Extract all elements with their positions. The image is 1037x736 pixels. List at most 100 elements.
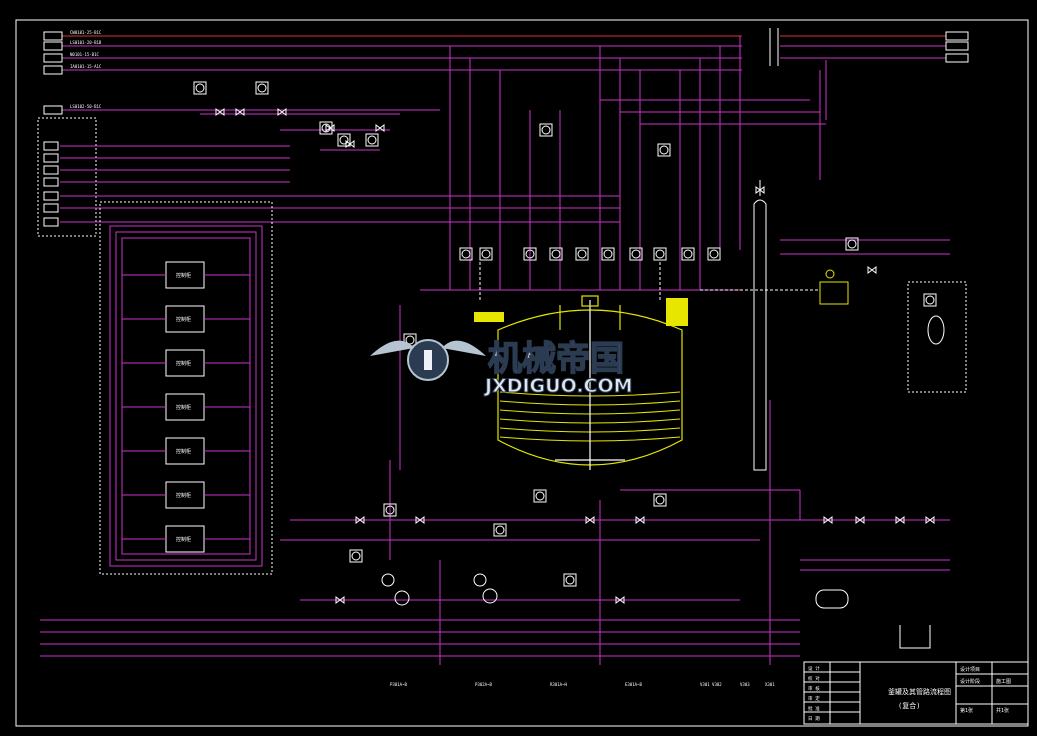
title-block-title: 釜罐及其管路流程图 — [888, 687, 951, 696]
receiver-tank — [815, 589, 931, 649]
pumps — [381, 573, 498, 606]
title-block-total: 共1张 — [996, 707, 1009, 714]
instrument-box — [923, 293, 937, 307]
title-block — [803, 661, 1029, 725]
instrument-bubble — [405, 335, 415, 345]
title-block-row-label: 校 对 — [808, 675, 820, 682]
instrument-box — [533, 489, 547, 503]
right-header-tags — [945, 31, 969, 63]
side-vessel — [907, 281, 967, 393]
instrument-box — [365, 133, 379, 147]
equipment-label: V303 — [740, 682, 750, 687]
instrument-bubble — [461, 249, 471, 259]
valve-symbol — [925, 516, 935, 524]
instrument-bubble — [339, 135, 349, 145]
control-panel-label: 控制柜 — [176, 536, 191, 543]
equipment-label: E301A~B — [625, 682, 642, 687]
title-block-row-label: 审 定 — [808, 695, 820, 702]
control-panel-label: 控制柜 — [176, 404, 191, 411]
drawing-border — [15, 19, 1029, 727]
control-panel-label: 控制柜 — [176, 272, 191, 279]
title-block-row-label: 批 准 — [808, 705, 820, 712]
instrument-bubble — [709, 249, 719, 259]
instrument-box — [523, 247, 537, 261]
instrument-box — [383, 503, 397, 517]
valve-symbol — [635, 516, 645, 524]
instrument-bubble — [535, 491, 545, 501]
instrument-bubble — [603, 249, 613, 259]
valve-symbol — [895, 516, 905, 524]
instrument-box — [653, 247, 667, 261]
instrument-bubble — [367, 135, 377, 145]
process-risers — [389, 36, 827, 665]
watermark-en: JXDIGUO.COM — [483, 375, 633, 397]
svg-text:N0101-15-B1C: N0101-15-B1C — [70, 52, 99, 57]
title-block-stage: 设计阶段 — [960, 678, 980, 685]
instrument-box — [337, 133, 351, 147]
instrument-bubble — [631, 249, 641, 259]
instrument-bubble — [385, 505, 395, 515]
title-block-project: 设计项目 — [960, 666, 980, 673]
instrument-bubbles — [193, 81, 937, 587]
instrument-bubble — [495, 525, 505, 535]
svg-text:LS0101-20-B1B: LS0101-20-B1B — [70, 40, 102, 45]
instrument-box — [657, 143, 671, 157]
instrument-bubble — [577, 249, 587, 259]
instrument-bubble — [655, 249, 665, 259]
valve-symbol — [277, 108, 287, 116]
valve-symbol — [215, 108, 225, 116]
valve-symbol — [335, 596, 345, 604]
svg-text:LS0102-50-B1C: LS0102-50-B1C — [70, 104, 102, 109]
instrument-bubble — [565, 575, 575, 585]
valves — [215, 108, 935, 604]
equipment-label: V301 V302 — [700, 682, 722, 687]
left-header-tags — [43, 31, 63, 115]
valve-symbol — [585, 516, 595, 524]
instrument-bubble — [541, 125, 551, 135]
valve-symbol — [325, 124, 335, 132]
valve-symbol — [355, 516, 365, 524]
title-block-rows: 设 计校 对审 核审 定批 准日 期 — [808, 665, 820, 722]
valve-symbol — [755, 186, 765, 194]
title-block-subtitle: (复合) — [898, 701, 920, 710]
svg-text:IA0101-15-A1C: IA0101-15-A1C — [70, 64, 102, 69]
equipment-label: P301A~B — [390, 682, 407, 687]
valve-symbol — [855, 516, 865, 524]
instrument-bubble — [525, 249, 535, 259]
svg-text:CW0101-25-B1C: CW0101-25-B1C — [70, 30, 102, 35]
instrument-box — [601, 247, 615, 261]
instrument-bubble — [551, 249, 561, 259]
watermark-cn: 机械帝国 — [488, 339, 624, 379]
instrument-bubble — [847, 239, 857, 249]
control-panel-label: 控制柜 — [176, 316, 191, 323]
control-panel-label: 控制柜 — [176, 360, 191, 367]
column — [753, 180, 767, 471]
instrument-box — [319, 121, 333, 135]
left-legend-box — [37, 117, 620, 237]
instrument-bubble — [481, 249, 491, 259]
pump-pump-motor — [819, 269, 849, 305]
reactor-nozzle-cluster-right — [666, 298, 688, 326]
title-block-row-label: 审 核 — [808, 685, 820, 692]
control-panel-label: 控制柜 — [176, 492, 191, 499]
instrument-bubble — [659, 145, 669, 155]
valve-symbol — [375, 124, 385, 132]
process-lines — [40, 99, 950, 657]
instrument-box — [459, 247, 473, 261]
valve-symbol — [823, 516, 833, 524]
instrument-box — [255, 81, 269, 95]
instrument-box — [681, 247, 695, 261]
equipment-label: P302A~B — [475, 682, 492, 687]
instrument-box — [707, 247, 721, 261]
instrument-box — [845, 237, 859, 251]
valve-symbol — [867, 266, 877, 274]
title-block-row-label: 设 计 — [808, 665, 820, 672]
signal-lines — [479, 260, 820, 300]
title-block-approval: 施工图 — [996, 678, 1011, 685]
valve-symbol — [235, 108, 245, 116]
control-panel-label: 控制柜 — [176, 448, 191, 455]
instrument-bubble — [683, 249, 693, 259]
